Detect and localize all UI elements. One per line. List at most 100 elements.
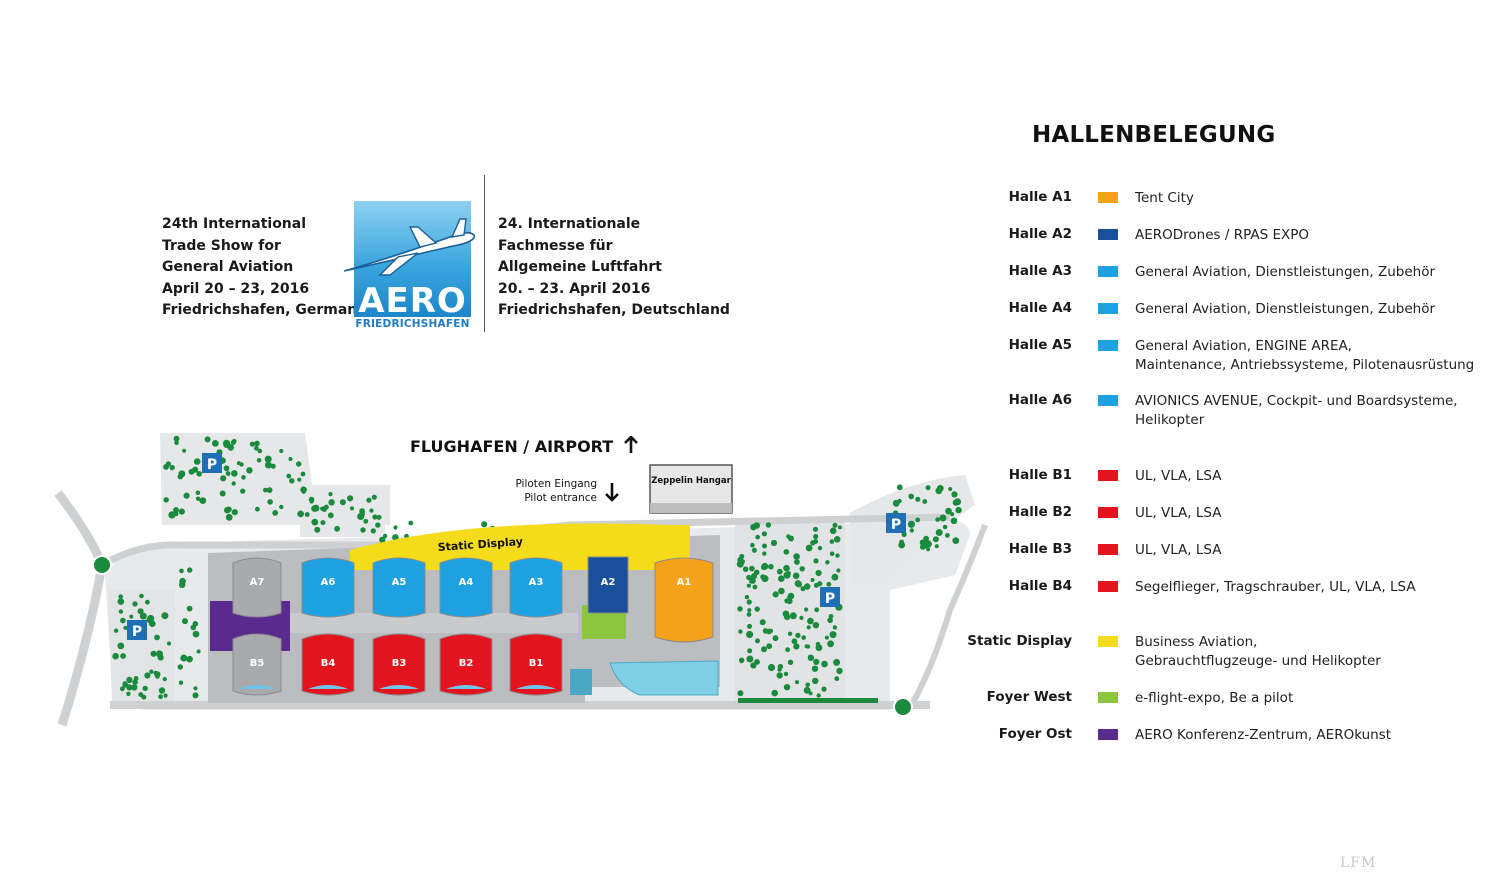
tree (755, 534, 760, 540)
intro-german-line: Allgemeine Luftfahrt (498, 259, 662, 275)
tree (408, 520, 414, 526)
tree (747, 648, 753, 654)
central-corridor (290, 613, 578, 633)
legend-row-description: Business Aviation,Gebrauchtflugzeuge- un… (1135, 633, 1455, 671)
parking-sign-label: P (132, 624, 142, 640)
tree (831, 573, 839, 581)
tree (168, 511, 176, 519)
tree (915, 517, 921, 523)
tree (144, 672, 151, 679)
tree (117, 598, 125, 605)
tree (163, 693, 168, 698)
tree (740, 559, 745, 564)
tree (301, 489, 306, 494)
tree (955, 506, 962, 514)
legend-color-swatch (1098, 395, 1118, 406)
tree (167, 641, 171, 646)
tree (833, 658, 841, 666)
tree (370, 528, 376, 534)
tree (793, 553, 800, 560)
hall-b2: B2 (439, 633, 493, 696)
tree (919, 544, 926, 550)
hall-label: A2 (601, 577, 616, 588)
tree (746, 630, 754, 639)
tree (834, 676, 840, 682)
hall-label: A1 (677, 577, 692, 588)
legend-row-name: Halle A1 (1008, 189, 1072, 205)
tree (132, 601, 138, 607)
tree (807, 654, 815, 661)
tree (897, 498, 902, 504)
legend-row-description: UL, VLA, LSA (1135, 504, 1455, 523)
tree (178, 680, 184, 685)
hall-b5: B5 (232, 633, 282, 696)
tree (762, 551, 767, 556)
hall-label: A5 (392, 577, 407, 588)
tree (297, 477, 302, 482)
tree (915, 496, 921, 502)
tree (908, 493, 914, 500)
tree (825, 560, 830, 565)
tree (231, 481, 236, 486)
tree (297, 510, 304, 518)
tree (369, 508, 374, 513)
hall-label: A4 (459, 577, 474, 588)
airplane-icon (343, 218, 476, 276)
tree (746, 612, 752, 617)
tree (795, 632, 801, 639)
tree (766, 628, 772, 635)
tree (950, 517, 958, 525)
legend-row-description: General Aviation, Dienstleistungen, Zube… (1135, 263, 1455, 282)
tree (481, 521, 488, 528)
tree (787, 592, 795, 600)
airport-label: FLUGHAFEN / AIRPORT (410, 435, 639, 456)
tree (190, 624, 197, 631)
tree (795, 680, 799, 685)
tree (142, 685, 148, 692)
tree (751, 547, 757, 553)
tree (945, 507, 952, 515)
tree (131, 684, 138, 691)
tree (264, 455, 272, 463)
tree (174, 440, 179, 445)
hall-label: B5 (250, 658, 265, 669)
tree (224, 507, 231, 514)
tree (816, 693, 821, 698)
pilot-entrance-line: Pilot entrance (524, 492, 597, 504)
intro-english: 24th International Trade Show for Genera… (162, 214, 366, 322)
tree (163, 464, 169, 470)
tree (112, 652, 119, 660)
legend-description-line: Segelflieger, Tragschrauber, UL, VLA, LS… (1135, 579, 1416, 595)
tree (787, 631, 793, 636)
road-west (54, 490, 107, 727)
tree (246, 467, 253, 474)
hall-label: B3 (392, 658, 407, 669)
tree (289, 478, 295, 484)
tree (832, 625, 838, 630)
legend-description-line: AERODrones / RPAS EXPO (1135, 227, 1310, 243)
tree (158, 687, 166, 694)
tree (173, 507, 179, 513)
tree (799, 566, 805, 572)
tree (192, 692, 199, 699)
legend-color-swatch (1098, 266, 1118, 277)
tree (829, 631, 837, 639)
tree (300, 471, 306, 477)
tree (746, 583, 752, 588)
tree (829, 551, 835, 557)
legend-row-name: Foyer Ost (998, 726, 1072, 742)
tree (328, 499, 335, 506)
tree (161, 612, 169, 620)
tree (178, 508, 185, 515)
tree (812, 622, 820, 629)
tree (223, 465, 230, 472)
tree (751, 573, 757, 580)
intro-german-line: Fachmesse für (498, 237, 613, 254)
tree (832, 522, 838, 528)
legend-row-name: Halle A4 (1008, 300, 1072, 316)
hall-a7: A7 (232, 557, 282, 618)
legend-description-line: General Aviation, Dienstleistungen, Zube… (1135, 264, 1436, 280)
static-display-label: Static Display (437, 535, 523, 554)
intro-english-line: April 20 – 23, 2016 (162, 280, 310, 297)
hall-b1: B1 (509, 633, 563, 696)
